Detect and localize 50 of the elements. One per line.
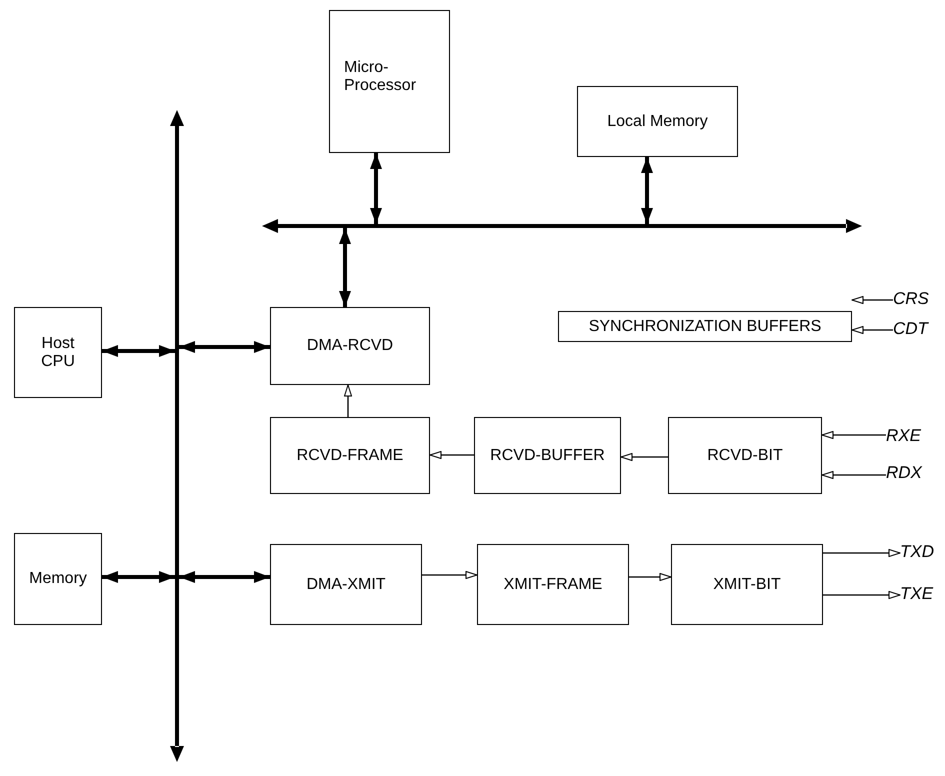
- arrow: [823, 591, 900, 599]
- buffer-box: [558, 311, 852, 342]
- signal-label: CDT: [893, 320, 928, 337]
- memory-box: [14, 533, 102, 625]
- frame-box: [270, 417, 430, 494]
- block-label: XMIT-FRAME: [504, 576, 602, 594]
- arrow: [822, 471, 886, 479]
- arrow: [339, 228, 351, 307]
- block-label: XMIT-BIT: [713, 576, 781, 594]
- arrow: [629, 573, 672, 581]
- frame-box: [477, 544, 629, 625]
- block-label: SYNCHRONIZATION BUFFERS: [588, 318, 822, 336]
- arrow: [430, 451, 474, 459]
- arrow: [852, 326, 893, 334]
- block-label: Local Memory: [607, 112, 708, 130]
- arrow: [344, 384, 352, 417]
- bit-box: [668, 417, 822, 494]
- arrow: [102, 345, 175, 357]
- arrow: [370, 153, 382, 224]
- signal-label: TXD: [900, 543, 934, 560]
- processor-box: [329, 10, 450, 153]
- block-label: Micro- Processor: [344, 58, 414, 94]
- signal-label: RDX: [886, 464, 922, 481]
- block-label: RCVD-BIT: [707, 446, 783, 464]
- arrow: [620, 453, 668, 461]
- block-label: Host CPU: [40, 334, 76, 370]
- block-label: DMA-XMIT: [306, 576, 386, 594]
- arrow: [852, 296, 893, 304]
- signal-label: TXE: [900, 585, 934, 602]
- dma-box: [270, 544, 422, 625]
- arrow: [823, 549, 900, 557]
- bit-box: [671, 544, 823, 625]
- block-label: RCVD-BUFFER: [490, 446, 605, 464]
- bus-arrow: [170, 110, 184, 762]
- block-label: Memory: [29, 570, 87, 588]
- block-label: RCVD-FRAME: [296, 446, 404, 464]
- arrow: [179, 341, 270, 353]
- signal-label: RXE: [886, 427, 921, 444]
- arrow: [102, 571, 175, 583]
- buffer-box: [474, 417, 621, 494]
- cpu-box: [14, 307, 102, 398]
- memory-box: [577, 86, 738, 157]
- bus-arrow: [262, 219, 862, 233]
- arrow: [179, 571, 270, 583]
- signal-label: CRS: [893, 290, 929, 307]
- arrow: [822, 431, 886, 439]
- arrow: [422, 571, 478, 579]
- dma-box: [270, 307, 430, 385]
- block-label: DMA-RCVD: [306, 337, 394, 355]
- arrow: [641, 157, 653, 224]
